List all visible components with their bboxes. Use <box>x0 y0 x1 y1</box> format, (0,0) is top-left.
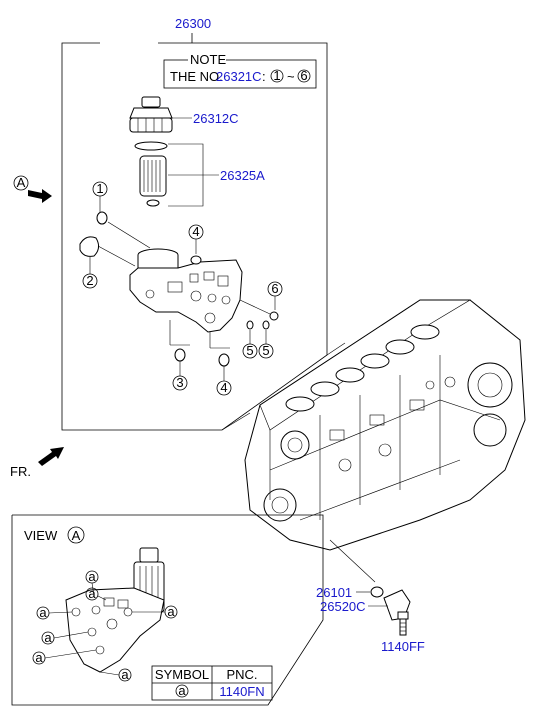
note-dash: ~ <box>287 69 295 84</box>
svg-text:a: a <box>35 650 43 665</box>
bolt-callout-a-4: a <box>132 604 178 619</box>
callout-3: 3 <box>172 361 188 391</box>
oring-5a <box>246 320 254 330</box>
note-part-number[interactable]: 26321C <box>216 69 262 84</box>
oring-3 <box>174 348 186 362</box>
engine-block <box>244 299 526 551</box>
oring-6 <box>269 311 279 321</box>
note-prefix: THE NO. <box>170 69 223 84</box>
lower-parts-guide <box>329 539 376 583</box>
assembly-to-block-line-2 <box>326 342 346 356</box>
view-a-housing <box>65 547 165 673</box>
view-a-title: VIEW <box>24 528 58 543</box>
svg-text:a: a <box>167 604 175 619</box>
bolt-part-number[interactable]: 1140FF <box>381 639 425 654</box>
note-title: NOTE <box>190 52 226 67</box>
filter-oring-top <box>134 141 168 151</box>
cap-part-number[interactable]: 26312C <box>193 111 239 126</box>
svg-text:6: 6 <box>271 281 278 296</box>
pnc-table <box>151 665 273 701</box>
view-a-frame <box>11 514 324 706</box>
oring-1 <box>96 211 108 225</box>
svg-text:a: a <box>39 605 47 620</box>
bolt-callout-a-1: a <box>85 569 99 597</box>
note-range-start: 1 <box>273 68 280 83</box>
bolt-callout-a-7: a <box>99 667 132 682</box>
oring-1-line <box>107 221 151 249</box>
svg-text:4: 4 <box>220 380 227 395</box>
filter-part-number[interactable]: 26325A <box>220 168 265 183</box>
oring-4-top <box>190 255 202 265</box>
view-a-arrow-letter: A <box>17 175 26 190</box>
note-range-end-circle <box>297 69 311 83</box>
svg-text:1: 1 <box>96 181 103 196</box>
bolt-callout-a-5: a <box>41 630 89 645</box>
svg-text:a: a <box>88 569 96 584</box>
note-separator: : <box>262 69 266 84</box>
filter-oring-bottom <box>146 199 160 207</box>
oring-5b <box>262 320 270 330</box>
callout-6: 6 <box>267 281 283 310</box>
front-arrow-icon <box>38 447 64 466</box>
callout-4-top: 4 <box>188 224 204 254</box>
view-a-title-circle <box>67 526 85 544</box>
table-symbol-circle <box>175 684 189 698</box>
gasket-2-line <box>97 245 136 267</box>
assembly-number[interactable]: 26300 <box>175 16 211 31</box>
filter-housing <box>129 248 243 333</box>
table-symbol: a <box>178 683 186 698</box>
svg-text:a: a <box>121 667 129 682</box>
callout-4-bottom: 4 <box>216 366 232 396</box>
note-range-end: 6 <box>300 68 307 83</box>
oring-6-line <box>239 299 271 315</box>
bolt-callout-a-2: a <box>85 586 107 601</box>
table-header-symbol: SYMBOL <box>155 667 209 682</box>
callout-5b: 5 <box>258 330 274 359</box>
callout-1: 1 <box>92 181 108 214</box>
note-range-start-circle <box>270 69 284 83</box>
svg-text:3: 3 <box>176 375 183 390</box>
assembly-to-block-line <box>221 412 251 431</box>
note-box <box>163 59 317 89</box>
svg-text:a: a <box>88 586 96 601</box>
bolt-1140ff <box>397 611 409 636</box>
oring-26101-part-number[interactable]: 26101 <box>316 585 352 600</box>
svg-text:5: 5 <box>262 343 269 358</box>
filter-element <box>139 155 167 197</box>
view-a-title-letter: A <box>72 528 81 543</box>
bolt-callout-a-6: a <box>32 649 97 665</box>
table-pnc[interactable]: 1140FN <box>219 684 264 699</box>
gasket-part-number[interactable]: 26520C <box>320 599 366 614</box>
svg-text:5: 5 <box>246 343 253 358</box>
callout-2: 2 <box>82 257 98 289</box>
svg-text:2: 2 <box>86 273 93 288</box>
oring-26101 <box>370 586 384 598</box>
bolt-callout-a-3: a <box>36 605 73 620</box>
gasket-2 <box>79 236 100 257</box>
svg-text:a: a <box>44 630 52 645</box>
view-a-arrow-circle <box>13 175 29 191</box>
front-label: FR. <box>10 464 31 479</box>
callout-5a: 5 <box>242 330 258 359</box>
note-title-bg <box>188 53 226 65</box>
svg-text:4: 4 <box>192 224 199 239</box>
oring-4-bottom <box>218 353 230 367</box>
table-header-pnc: PNC. <box>226 667 257 682</box>
oil-filter-cap <box>129 96 173 133</box>
view-a-arrow-icon <box>28 189 52 203</box>
